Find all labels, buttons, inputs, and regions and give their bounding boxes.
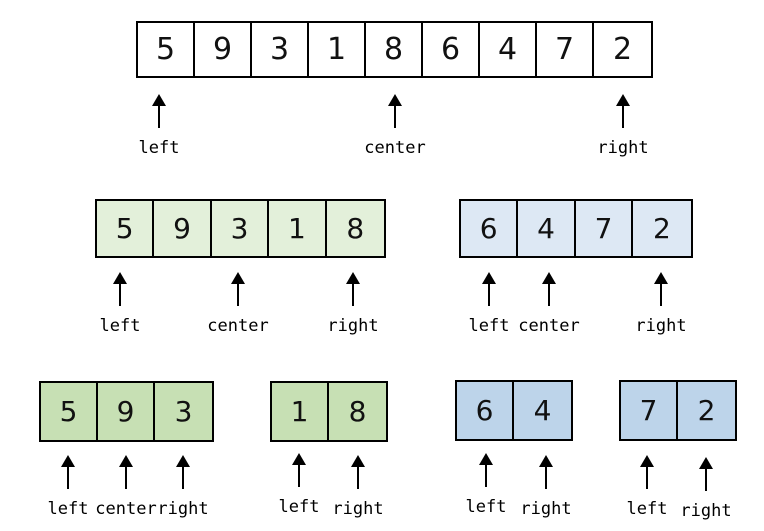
array-cell: 6 xyxy=(461,201,519,256)
pointer-label: right xyxy=(520,499,572,519)
array-cell: 9 xyxy=(195,23,252,76)
array-cell: 2 xyxy=(633,201,691,256)
pointer-label: center xyxy=(364,138,426,158)
pointer-label: left xyxy=(468,316,510,336)
array-cell: 1 xyxy=(272,383,329,440)
pointer-label: center xyxy=(207,316,269,336)
pointer-label: center xyxy=(518,316,580,336)
array-cell: 9 xyxy=(98,383,155,440)
array-cell: 3 xyxy=(211,201,270,256)
pointer-label: right xyxy=(327,316,379,336)
array-cell: 1 xyxy=(269,201,327,256)
array-level-2-a: 5 9 3 xyxy=(39,381,214,442)
array-cell: 9 xyxy=(154,201,212,256)
array-cell: 5 xyxy=(138,23,195,76)
array-cell: 4 xyxy=(480,23,537,76)
pointer-label: center xyxy=(95,499,157,519)
pointer-label: right xyxy=(680,501,732,521)
array-cell: 3 xyxy=(252,23,309,76)
pointer-label: right xyxy=(332,499,384,519)
pointer-label: right xyxy=(597,138,649,158)
array-cell: 6 xyxy=(423,23,480,76)
array-cell: 4 xyxy=(518,201,576,256)
array-cell: 5 xyxy=(97,201,155,256)
array-level-0: 5 9 3 1 8 6 4 7 2 xyxy=(136,21,653,78)
pointer-label: right xyxy=(157,499,209,519)
pointer-label: left xyxy=(626,499,668,519)
array-cell: 4 xyxy=(514,382,571,439)
array-cell: 6 xyxy=(457,382,514,439)
array-cell: 8 xyxy=(366,23,423,76)
array-cell: 7 xyxy=(575,201,634,256)
pointer-label: left xyxy=(278,497,320,517)
array-cell: 8 xyxy=(329,383,386,440)
array-cell: 7 xyxy=(621,382,678,439)
array-cell: 2 xyxy=(678,382,735,439)
array-cell: 7 xyxy=(537,23,594,76)
array-level-2-d: 7 2 xyxy=(619,380,737,441)
pointer-label: left xyxy=(465,497,507,517)
pointer-label: left xyxy=(99,316,141,336)
array-level-2-c: 6 4 xyxy=(455,380,573,441)
array-level-1-right: 6 4 7 2 xyxy=(459,199,693,258)
array-level-1-left: 5 9 3 1 8 xyxy=(95,199,386,258)
array-cell: 3 xyxy=(155,383,212,440)
pointer-label: left xyxy=(47,499,89,519)
array-cell: 5 xyxy=(41,383,98,440)
pointer-label: left xyxy=(138,138,180,158)
pointer-label: right xyxy=(635,316,687,336)
array-cell: 8 xyxy=(326,201,384,256)
array-level-2-b: 1 8 xyxy=(270,381,388,442)
array-cell: 2 xyxy=(594,23,651,76)
array-cell: 1 xyxy=(309,23,366,76)
